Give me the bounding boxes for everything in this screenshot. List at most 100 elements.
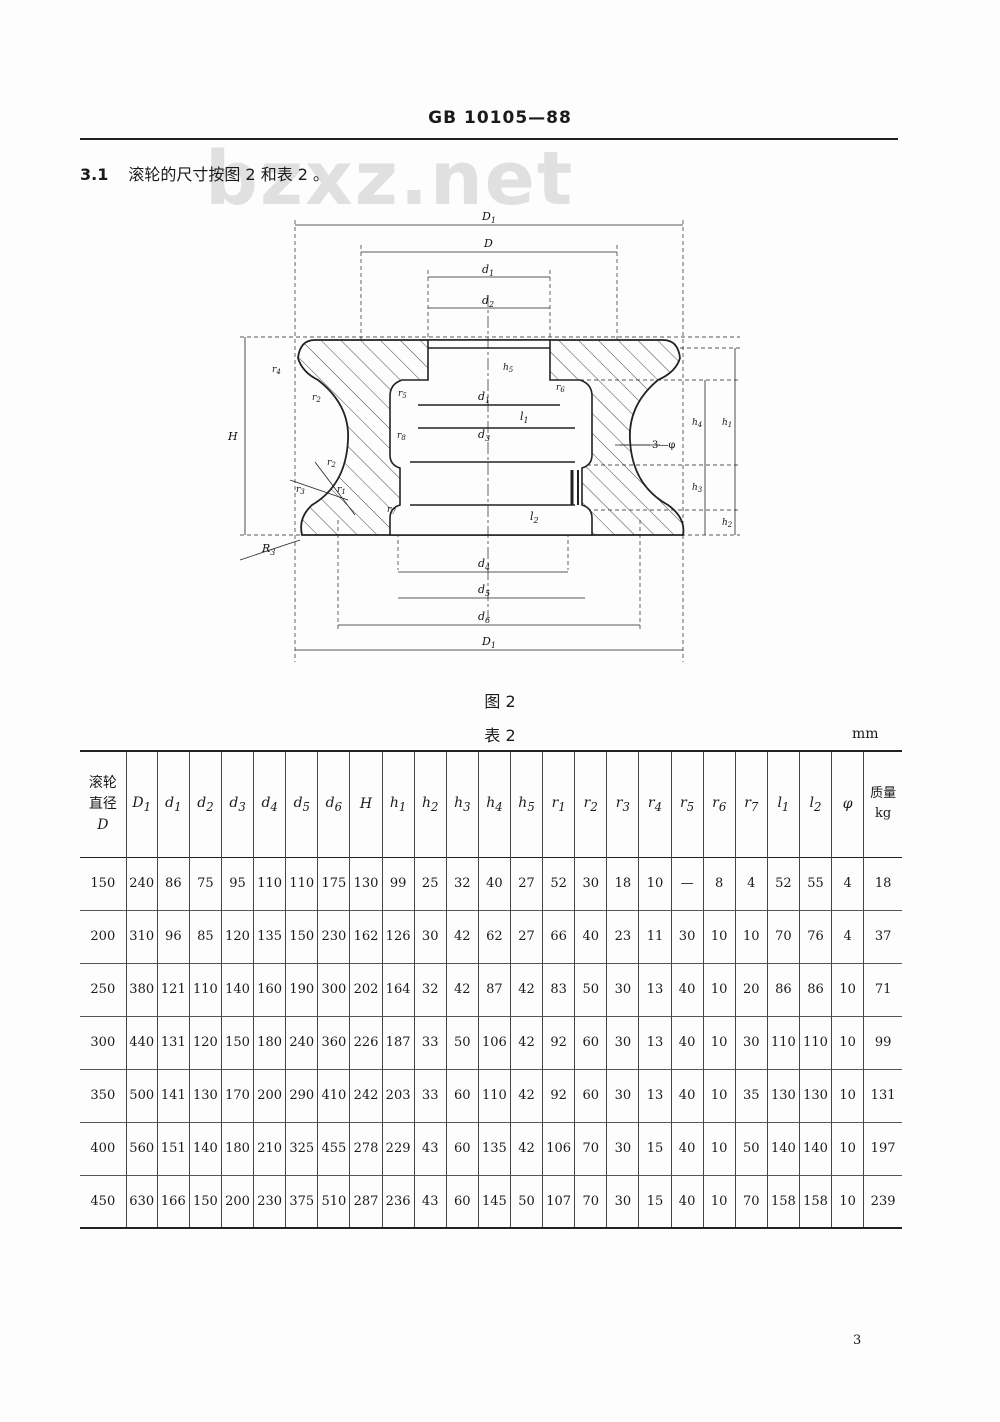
table-cell: 10: [702, 963, 736, 1016]
table-cell: 11: [638, 910, 672, 963]
table-cell: 92: [542, 1016, 575, 1069]
table-cell: 70: [574, 1175, 607, 1228]
table-cell: 500: [125, 1069, 158, 1122]
table-cell: 86: [766, 963, 800, 1016]
table-cell: 106: [477, 1016, 511, 1069]
table-cell: 30: [606, 1122, 639, 1175]
table-cell: 87: [477, 963, 511, 1016]
table-cell: 32: [413, 963, 447, 1016]
table-cell: 15: [638, 1122, 672, 1175]
table-cell: 166: [156, 1175, 190, 1228]
table-cell: 10: [831, 1016, 864, 1069]
table-cell: 42: [509, 1016, 543, 1069]
table-cell: 70: [574, 1122, 607, 1175]
col-r6: r6: [702, 751, 736, 857]
table-cell: 66: [542, 910, 575, 963]
table-cell: 131: [863, 1069, 902, 1122]
label-H: H: [227, 430, 238, 443]
table-cell: 75: [188, 857, 222, 910]
table-cell: 42: [445, 963, 479, 1016]
table-cell: 410: [317, 1069, 350, 1122]
label-r7: r7: [387, 505, 396, 516]
table-cell: 110: [253, 857, 286, 910]
table-cell: 52: [542, 857, 575, 910]
table-cell: 10: [702, 910, 736, 963]
table-cell: 230: [317, 910, 350, 963]
table-cell: 325: [285, 1122, 318, 1175]
table-cell: 107: [542, 1175, 575, 1228]
table-cell: 10: [638, 857, 672, 910]
table-cell: 287: [349, 1175, 383, 1228]
table-cell: 440: [125, 1016, 158, 1069]
watermark: bzxz.net: [205, 136, 575, 222]
table-cell: 43: [413, 1175, 447, 1228]
col-r1: r1: [542, 751, 575, 857]
table-cell: 33: [413, 1069, 447, 1122]
table-cell: 40: [670, 1175, 704, 1228]
col-h2: h2: [413, 751, 447, 857]
label-D1-top: D1: [481, 210, 496, 225]
table-cell: 158: [766, 1175, 800, 1228]
table-cell: 40: [574, 910, 607, 963]
table-cell: 200: [220, 1175, 254, 1228]
table-cell: 13: [638, 1069, 672, 1122]
table-cell: 510: [317, 1175, 350, 1228]
label-l1: l1: [520, 410, 529, 425]
dimension-labels: D1 D d1 d2 H r4 r2 r5 h5 d1 l1 r6 d3 3—φ…: [227, 210, 733, 650]
table-cell: 110: [477, 1069, 511, 1122]
col-H: H: [349, 751, 383, 857]
table-cell: 95: [220, 857, 254, 910]
table-cell: 197: [863, 1122, 902, 1175]
table-cell: 40: [670, 1016, 704, 1069]
table-cell: 70: [766, 910, 800, 963]
table-cell: 250: [90, 982, 116, 997]
table-cell: 86: [156, 857, 190, 910]
table-cell: 290: [285, 1069, 318, 1122]
label-r2-lower: r2: [327, 458, 336, 469]
bore-lines: [410, 347, 579, 506]
table-cell: 92: [542, 1069, 575, 1122]
table-cell: 110: [798, 1016, 832, 1069]
label-r1: r1: [337, 485, 346, 496]
table-cell: 150: [285, 910, 318, 963]
label-d4: d4: [478, 557, 490, 572]
table-cell: 37: [863, 910, 902, 963]
table-cell: 236: [381, 1175, 415, 1228]
table-cell: 160: [253, 963, 286, 1016]
label-h1: h1: [722, 418, 732, 429]
label-r2: r2: [312, 393, 321, 404]
col-l2: l2: [798, 751, 832, 857]
table-cell: 40: [670, 963, 704, 1016]
table-cell: 96: [156, 910, 190, 963]
table-cell: 158: [798, 1175, 832, 1228]
table-cell: 30: [606, 1069, 639, 1122]
label-h4: h4: [692, 418, 702, 429]
table-cell: 121: [156, 963, 190, 1016]
label-3-phi: 3—φ: [652, 440, 675, 451]
table-cell: 27: [509, 857, 543, 910]
document-header: GB 10105—88: [428, 108, 572, 128]
table-cell: 30: [606, 963, 639, 1016]
table-cell: 52: [766, 857, 800, 910]
table-cell: 135: [477, 1122, 511, 1175]
table-cell: 131: [156, 1016, 190, 1069]
table-cell: 350: [90, 1088, 116, 1103]
table-cell: 130: [798, 1069, 832, 1122]
table-cell: 150: [188, 1175, 222, 1228]
table-cell: 130: [188, 1069, 222, 1122]
table-cell: 162: [349, 910, 383, 963]
table-cell: 60: [574, 1069, 607, 1122]
col-h3: h3: [445, 751, 479, 857]
table-cell: 140: [188, 1122, 222, 1175]
table-cell: 180: [220, 1122, 254, 1175]
table-caption: 表 2: [484, 726, 516, 745]
label-h3: h3: [692, 483, 703, 494]
col-r7: r7: [734, 751, 768, 857]
section-text: 滚轮的尺寸按图 2 和表 2 。: [128, 165, 330, 184]
table-cell: 360: [317, 1016, 350, 1069]
